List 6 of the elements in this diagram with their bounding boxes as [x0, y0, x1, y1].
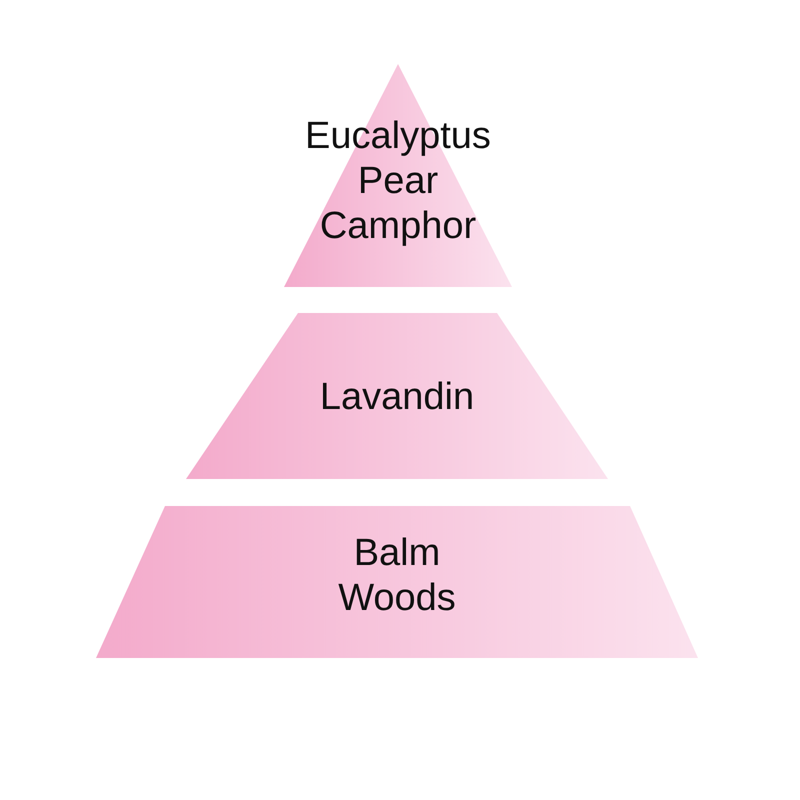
note-label: Camphor [320, 204, 476, 249]
note-label: Balm [354, 531, 440, 576]
note-label: Woods [338, 576, 456, 621]
note-label: Lavandin [320, 375, 474, 420]
note-label: Pear [358, 159, 438, 204]
note-label: Eucalyptus [305, 114, 491, 159]
